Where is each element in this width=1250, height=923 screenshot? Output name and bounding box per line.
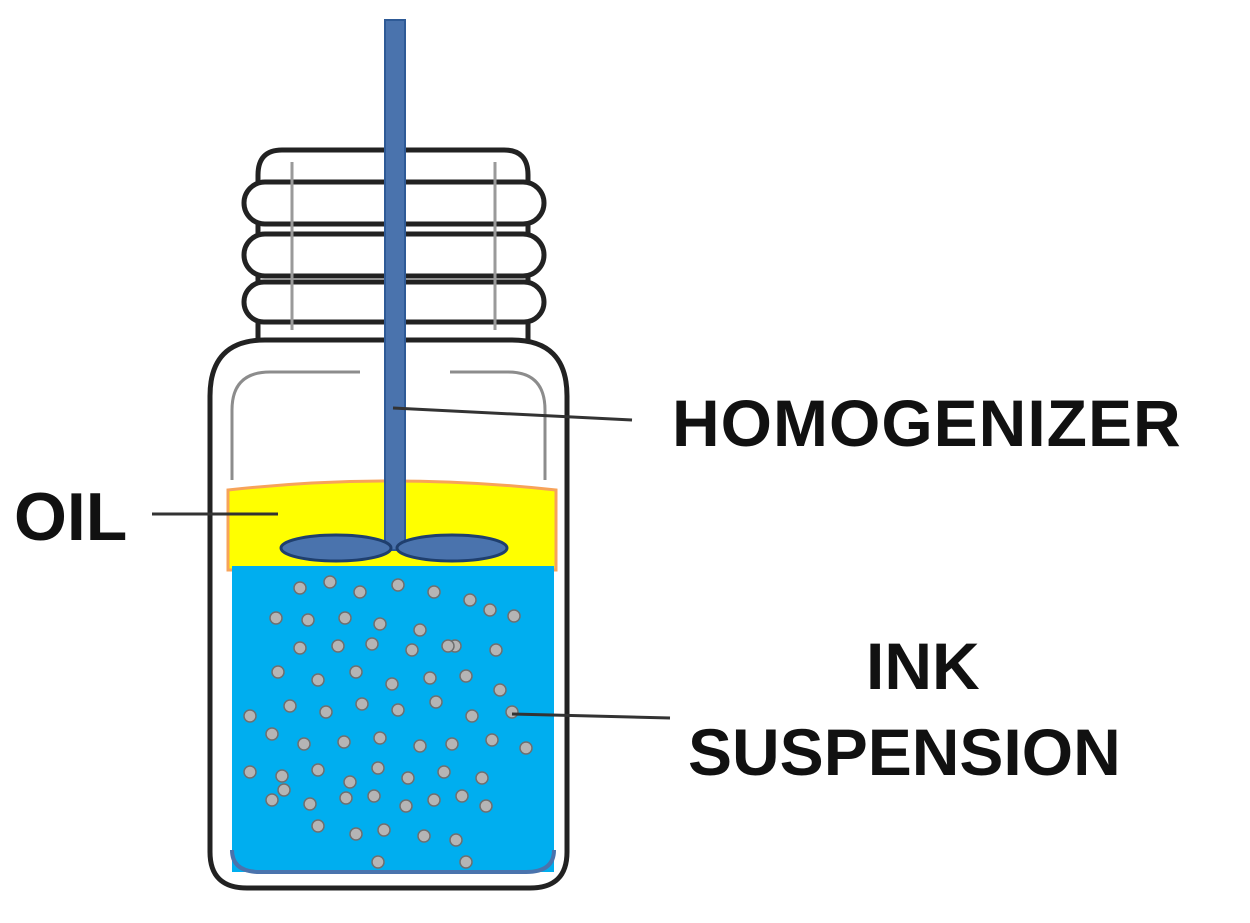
suspended-particle [519, 741, 533, 755]
blade-right [395, 533, 509, 563]
suspended-particle [353, 585, 367, 599]
homogenizer-leader-line [392, 406, 633, 422]
suspended-particle [417, 829, 431, 843]
ink-suspension-layer [232, 566, 554, 872]
suspended-particle [371, 855, 385, 869]
suspended-particle [385, 677, 399, 691]
suspended-particle [323, 575, 337, 589]
blade-left [279, 533, 393, 563]
ink-leader-line [511, 712, 671, 720]
suspended-particle [427, 585, 441, 599]
ink-label-line1: INK [866, 629, 980, 703]
ink-bottom-edge [230, 849, 556, 874]
suspended-particle [337, 735, 351, 749]
suspended-particle [437, 765, 451, 779]
suspended-particle [311, 763, 325, 777]
particle-group [243, 575, 533, 869]
homogenizer-rod [384, 19, 406, 551]
suspended-particle [445, 737, 459, 751]
suspended-particle [293, 641, 307, 655]
suspended-particle [349, 665, 363, 679]
suspended-particle [489, 643, 503, 657]
suspended-particle [465, 709, 479, 723]
suspended-particle [343, 775, 357, 789]
thread-highlights [290, 162, 497, 330]
suspended-particle [283, 699, 297, 713]
suspended-particle [349, 827, 363, 841]
suspended-particle [377, 823, 391, 837]
suspended-particle [265, 727, 279, 741]
suspended-particle [413, 739, 427, 753]
homogenizer-label: HOMOGENIZER [672, 386, 1182, 460]
suspended-particle [483, 603, 497, 617]
suspended-particle [459, 855, 473, 869]
suspended-particle [243, 765, 257, 779]
suspended-particle [297, 737, 311, 751]
suspended-particle [455, 789, 469, 803]
suspended-particle [277, 783, 291, 797]
suspended-particle [485, 733, 499, 747]
suspended-particle [475, 771, 489, 785]
suspended-particle [479, 799, 493, 813]
suspended-particle [301, 613, 315, 627]
suspended-particle [449, 833, 463, 847]
suspended-particle [269, 611, 283, 625]
glass-reflection [230, 370, 360, 480]
suspended-particle [373, 731, 387, 745]
suspended-particle [265, 793, 279, 807]
suspended-particle [373, 617, 387, 631]
suspended-particle [399, 799, 413, 813]
ink-label-line2: SUSPENSION [688, 715, 1121, 789]
suspended-particle [505, 705, 519, 719]
suspended-particle [275, 769, 289, 783]
suspended-particle [401, 771, 415, 785]
glass-reflection-right [450, 370, 547, 480]
suspended-particle [391, 578, 405, 592]
suspended-particle [367, 789, 381, 803]
suspended-particle [423, 671, 437, 685]
suspended-particle [293, 581, 307, 595]
suspended-particle [507, 609, 521, 623]
suspended-particle [405, 643, 419, 657]
suspended-particle [311, 819, 325, 833]
suspended-particle [319, 705, 333, 719]
suspended-particle [331, 639, 345, 653]
suspended-particle [303, 797, 317, 811]
suspended-particle [459, 669, 473, 683]
suspended-particle [371, 761, 385, 775]
suspended-particle [441, 639, 455, 653]
suspended-particle [311, 673, 325, 687]
suspended-particle [243, 709, 257, 723]
suspended-particle [413, 623, 427, 637]
oil-label: OIL [14, 479, 128, 555]
suspended-particle [338, 611, 352, 625]
suspended-particle [339, 791, 353, 805]
suspended-particle [355, 697, 369, 711]
suspended-particle [493, 683, 507, 697]
suspended-particle [391, 703, 405, 717]
suspended-particle [271, 665, 285, 679]
suspended-particle [365, 637, 379, 651]
suspended-particle [463, 593, 477, 607]
suspended-particle [429, 695, 443, 709]
suspended-particle [427, 793, 441, 807]
